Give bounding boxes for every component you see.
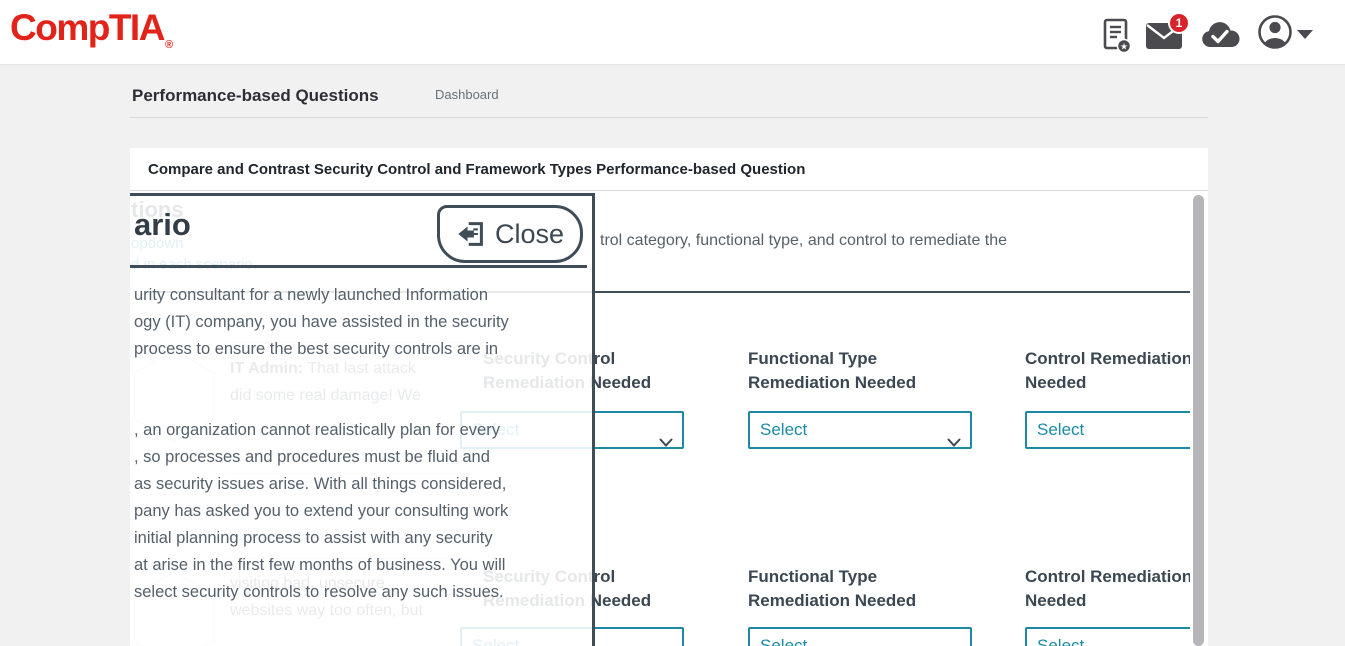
scenario-paragraph-2: , an organization cannot realistically p…	[134, 421, 509, 601]
account-menu-button[interactable]	[1255, 12, 1295, 52]
vertical-scrollbar-thumb[interactable]	[1193, 195, 1204, 646]
select-control-remediation-1[interactable]: Select	[1025, 411, 1190, 449]
close-button[interactable]: Close	[437, 205, 583, 263]
notes-button[interactable]: ★	[1097, 16, 1137, 56]
chevron-down-icon	[659, 425, 673, 459]
question-panel-title: Compare and Contrast Security Control an…	[148, 161, 806, 178]
exit-icon	[458, 222, 483, 246]
page-title: Performance-based Questions	[132, 86, 379, 105]
cloud-check-icon	[1202, 22, 1240, 47]
sync-status-button[interactable]	[1200, 16, 1240, 56]
chevron-down-icon[interactable]	[1297, 30, 1313, 39]
svg-text:★: ★	[1120, 42, 1128, 52]
document-star-icon: ★	[1103, 18, 1132, 54]
section-divider	[148, 291, 1190, 293]
heading-divider	[130, 117, 1208, 118]
question-panel: Compare and Contrast Security Control an…	[130, 148, 1208, 646]
chevron-down-icon	[947, 641, 961, 646]
select-functional-type-1[interactable]: Select	[748, 411, 972, 449]
registered-mark: ®	[164, 39, 174, 51]
instructions-text-fragment: trol category, functional type, and cont…	[600, 232, 1008, 249]
scenario-modal: ario Close urity consultant for a newly …	[130, 193, 595, 646]
select-control-remediation-2[interactable]: Select	[1025, 627, 1190, 646]
select-functional-type-2[interactable]: Select	[748, 627, 972, 646]
modal-header-divider	[130, 265, 587, 268]
chevron-down-icon	[947, 425, 961, 459]
breadcrumb-dashboard[interactable]: Dashboard	[435, 87, 499, 102]
panel-body: trol category, functional type, and cont…	[130, 190, 1208, 646]
user-avatar-icon	[1258, 15, 1292, 49]
panel-header-divider	[130, 190, 1208, 191]
unread-count-badge: 1	[1168, 12, 1190, 34]
scenario-paragraph-1: urity consultant for a newly launched In…	[134, 286, 509, 358]
chevron-down-icon	[659, 641, 673, 646]
close-button-label: Close	[494, 218, 565, 249]
panel-content-area: trol category, functional type, and cont…	[130, 190, 1190, 646]
comptia-logo: CompTIA®	[10, 7, 174, 51]
top-header: CompTIA® ★ 1	[0, 0, 1345, 65]
modal-title: ario	[134, 207, 191, 242]
